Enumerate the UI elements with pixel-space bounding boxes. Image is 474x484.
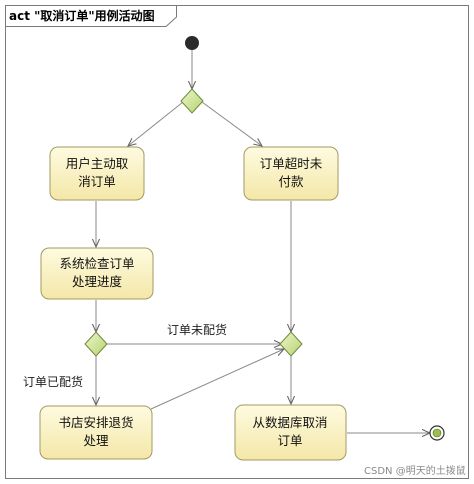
- action-db-cancel-line2: 订单: [277, 433, 302, 448]
- activity-diagram-frame: [5, 5, 469, 479]
- action-system-check-line1: 系统检查订单: [59, 256, 134, 271]
- edge-label-not-shipped: 订单未配货: [167, 322, 227, 337]
- final-node: [429, 425, 445, 441]
- edge-label-shipped: 订单已配货: [23, 374, 83, 389]
- action-system-check-line2: 处理进度: [72, 274, 123, 289]
- action-bookstore-refund: 书店安排退货 处理: [39, 405, 153, 460]
- edge-bookstore-refund-to-decision3: [150, 349, 284, 410]
- action-user-cancel-line2: 消订单: [78, 174, 116, 189]
- edge-decision1-to-user-cancel: [128, 101, 184, 146]
- action-bookstore-refund-line1: 书店安排退货: [58, 415, 133, 430]
- action-order-timeout-line1: 订单超时未: [260, 156, 323, 171]
- frame-title-tab: [5, 5, 177, 27]
- action-bookstore-refund-line2: 处理: [83, 433, 109, 448]
- decision-node-1: [180, 88, 204, 114]
- action-user-cancel: 用户主动取 消订单: [49, 146, 145, 201]
- decision-node-2: [84, 331, 108, 357]
- action-user-cancel-line1: 用户主动取: [66, 156, 129, 171]
- watermark: CSDN @明天的土拨鼠: [364, 464, 466, 477]
- action-db-cancel: 从数据库取消 订单: [234, 404, 347, 461]
- action-db-cancel-line1: 从数据库取消: [252, 415, 327, 430]
- decision-node-3: [279, 331, 303, 357]
- action-system-check: 系统检查订单 处理进度: [40, 247, 154, 300]
- edge-decision1-to-order-timeout: [201, 101, 262, 146]
- action-order-timeout: 订单超时未 付款: [243, 146, 339, 201]
- action-order-timeout-line2: 付款: [278, 174, 304, 189]
- initial-node: [185, 36, 199, 50]
- diagram-title: act "取消订单"用例活动图: [9, 9, 155, 23]
